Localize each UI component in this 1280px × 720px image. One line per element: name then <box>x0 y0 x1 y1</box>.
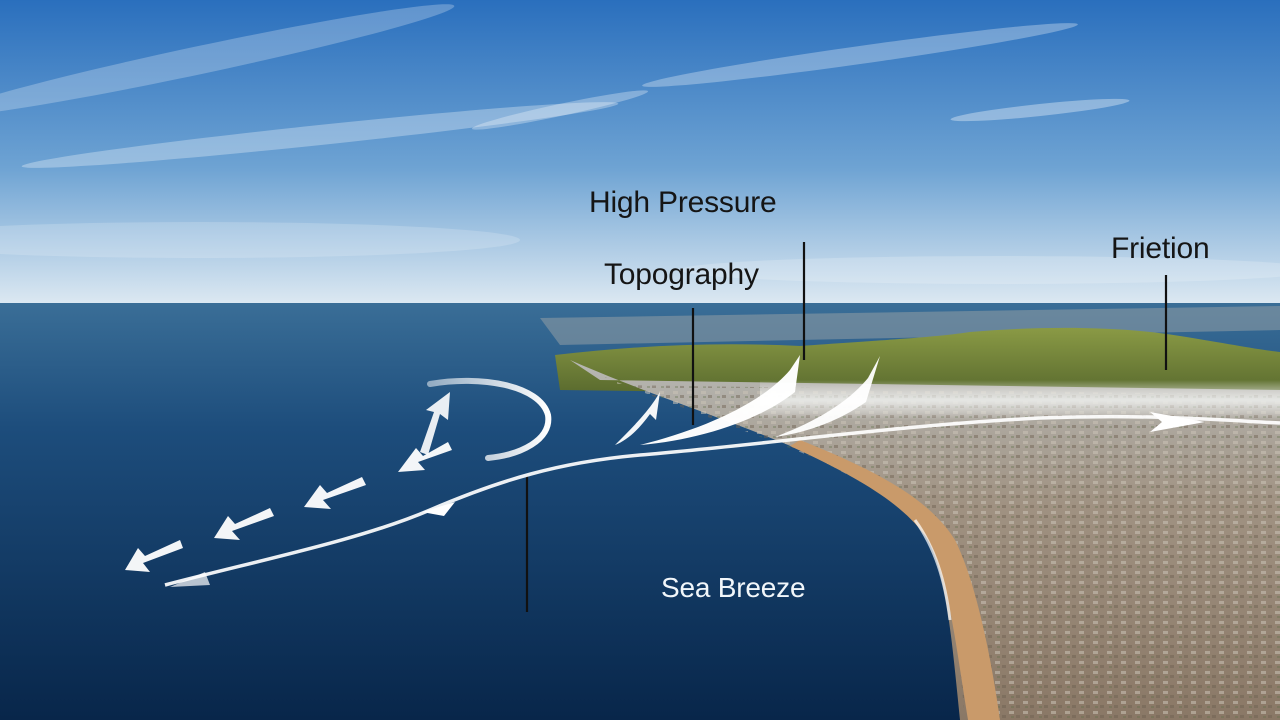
clouds <box>0 4 1280 284</box>
beach <box>790 440 1000 720</box>
label-topography: Topography <box>604 258 759 291</box>
label-friction: Frietion <box>1111 232 1210 265</box>
sea-arrow-4 <box>398 442 452 472</box>
main-airflow-line <box>164 414 1280 587</box>
main-airflow-arrowhead <box>422 502 455 516</box>
rising-arrows <box>615 355 880 445</box>
flow-arrow-right <box>1150 412 1205 432</box>
sea-arrows <box>125 392 452 572</box>
label-high-pressure: High Pressure <box>589 186 777 219</box>
distant-land <box>540 306 1280 345</box>
surf-line <box>913 519 952 621</box>
label-sea-breeze: Sea Breeze <box>661 572 806 603</box>
sea-arrow-3 <box>304 477 366 509</box>
sea-arrow-up <box>420 392 450 455</box>
rising-arrow-3 <box>775 356 880 437</box>
curl-arrow <box>427 377 552 461</box>
flow-arrow-left-tail <box>170 572 210 587</box>
leader-lines <box>525 242 1168 612</box>
sea-arrow-1 <box>125 540 183 572</box>
sea-arrow-2 <box>214 508 274 540</box>
rising-arrow-2 <box>640 355 800 445</box>
sky <box>0 0 1280 305</box>
